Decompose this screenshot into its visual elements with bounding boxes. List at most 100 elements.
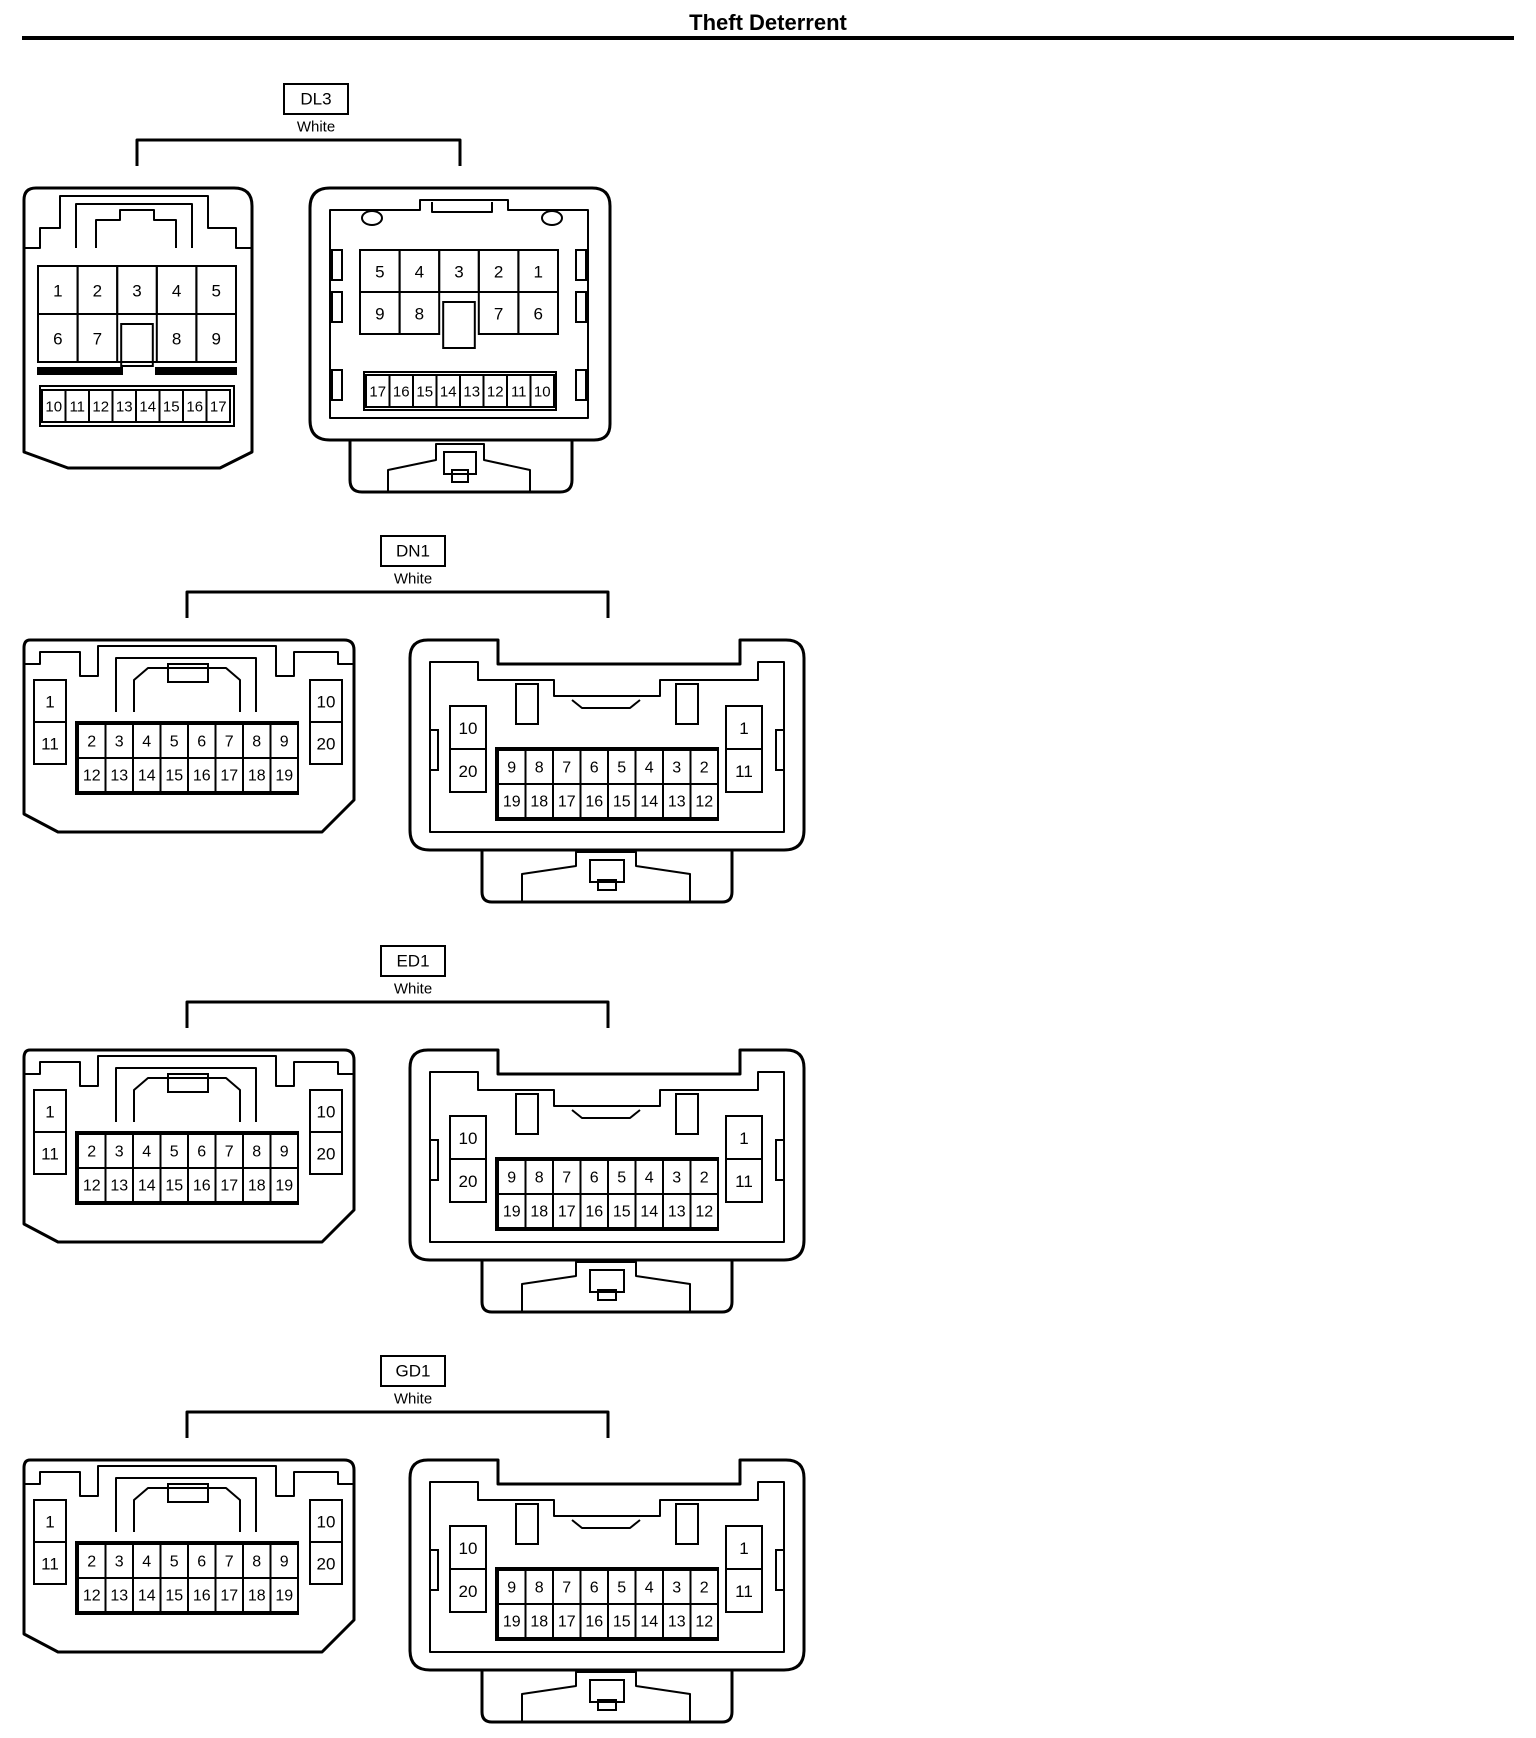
pin-label: 14 [138,1178,156,1195]
pin-label: 2 [700,1170,709,1187]
pin-label: 14 [640,1614,658,1631]
lock-arm [387,443,531,492]
pin-cell [205,389,231,423]
pin-label: 19 [275,768,293,785]
pin-label: 14 [139,399,156,416]
pin-label: 18 [530,794,548,811]
pin-label: 12 [695,1204,713,1221]
side-tab [775,729,785,771]
pin-label: 14 [138,1588,156,1605]
pin-label: 17 [369,384,386,401]
pin-label: 5 [211,282,220,301]
pin-label: 20 [317,1145,336,1164]
pin-cell [449,748,487,793]
pin-cell [309,1541,343,1585]
connector-code-box [283,83,349,115]
pin-label: 19 [503,794,521,811]
lock-housing [480,850,734,904]
pin-label: 20 [317,735,336,754]
pin-label: 20 [459,1582,478,1601]
pin-label: 2 [700,1580,709,1597]
pin-label: 2 [87,1554,96,1571]
pin-label: 16 [393,384,410,401]
connector-color: White [297,119,335,136]
connector-body [22,1458,356,1654]
pin-label: 13 [463,384,480,401]
connector-lock [133,1487,241,1532]
lock-button [167,1483,209,1503]
connector-inner [329,199,589,419]
connector-latch [24,1465,354,1497]
pin-label: 4 [172,282,181,301]
pin-label: 1 [533,263,542,282]
pin-label: 16 [193,768,211,785]
pin-cell [689,1603,719,1639]
pin-label: 6 [590,760,599,777]
pin-label: 1 [45,693,54,712]
pin-label: 11 [735,762,753,781]
pin-cell [725,1158,763,1203]
pin-label: 18 [530,1614,548,1631]
connector-latch-inner [75,203,193,248]
pin-label: 16 [186,399,203,416]
pin-label: 1 [739,1129,748,1148]
pin-label: 15 [613,1614,631,1631]
pin-label: 17 [220,1588,238,1605]
pin-label: 3 [672,1170,681,1187]
pin-label: 9 [507,1170,516,1187]
pin-label: 18 [248,1178,266,1195]
connector-lock [133,1077,241,1122]
pin-label: 20 [459,1172,478,1191]
pin-label: 9 [280,1144,289,1161]
pin-label: 4 [415,263,424,282]
lock-arm [521,851,691,902]
pin-label: 14 [640,1204,658,1221]
connector-code-box [380,1355,446,1387]
connector-latch [24,1055,354,1087]
pin-label: 13 [110,1588,128,1605]
pin-label: 3 [115,1144,124,1161]
pin-label: 15 [613,794,631,811]
pin-cell [398,291,441,335]
guide-slot [675,1093,699,1135]
guide-slot [515,1093,539,1135]
pin-label: 5 [170,734,179,751]
pin-label: 7 [225,1144,234,1161]
pin-label: 18 [530,1204,548,1221]
pin-cell [33,721,67,765]
pin-label: 11 [41,735,59,754]
guide-hole [361,210,383,226]
pin-label: 6 [590,1580,599,1597]
pin-cell [529,374,555,408]
pin-label: 7 [562,760,571,777]
pin-label: 4 [142,734,151,751]
view-bracket [185,1000,610,1028]
pin-label: 12 [695,794,713,811]
pin-label: 3 [672,760,681,777]
connector-latch [24,645,354,677]
connector-color: White [394,571,432,588]
pin-label: 4 [645,760,654,777]
pin-label: 5 [617,760,626,777]
lock-button [589,1679,625,1703]
pin-label: 13 [668,794,686,811]
connector-body [308,186,612,442]
pin-label: 1 [739,719,748,738]
connector-color: White [394,981,432,998]
guide-slot [515,683,539,725]
connector-lock [571,699,641,709]
pin-label: 9 [280,734,289,751]
connector-latch-inner [115,1477,257,1532]
connector-code: ED1 [396,952,429,971]
pin-label: 3 [115,1554,124,1571]
pin-label: 1 [45,1103,54,1122]
pin-label: 8 [535,1170,544,1187]
pin-cell [689,1193,719,1229]
pin-label: 10 [534,384,551,401]
pin-label: 7 [494,305,503,324]
connector-inner [429,1071,785,1243]
connector-code-box [380,535,446,567]
pin-label: 19 [275,1588,293,1605]
pin-label: 7 [225,1554,234,1571]
